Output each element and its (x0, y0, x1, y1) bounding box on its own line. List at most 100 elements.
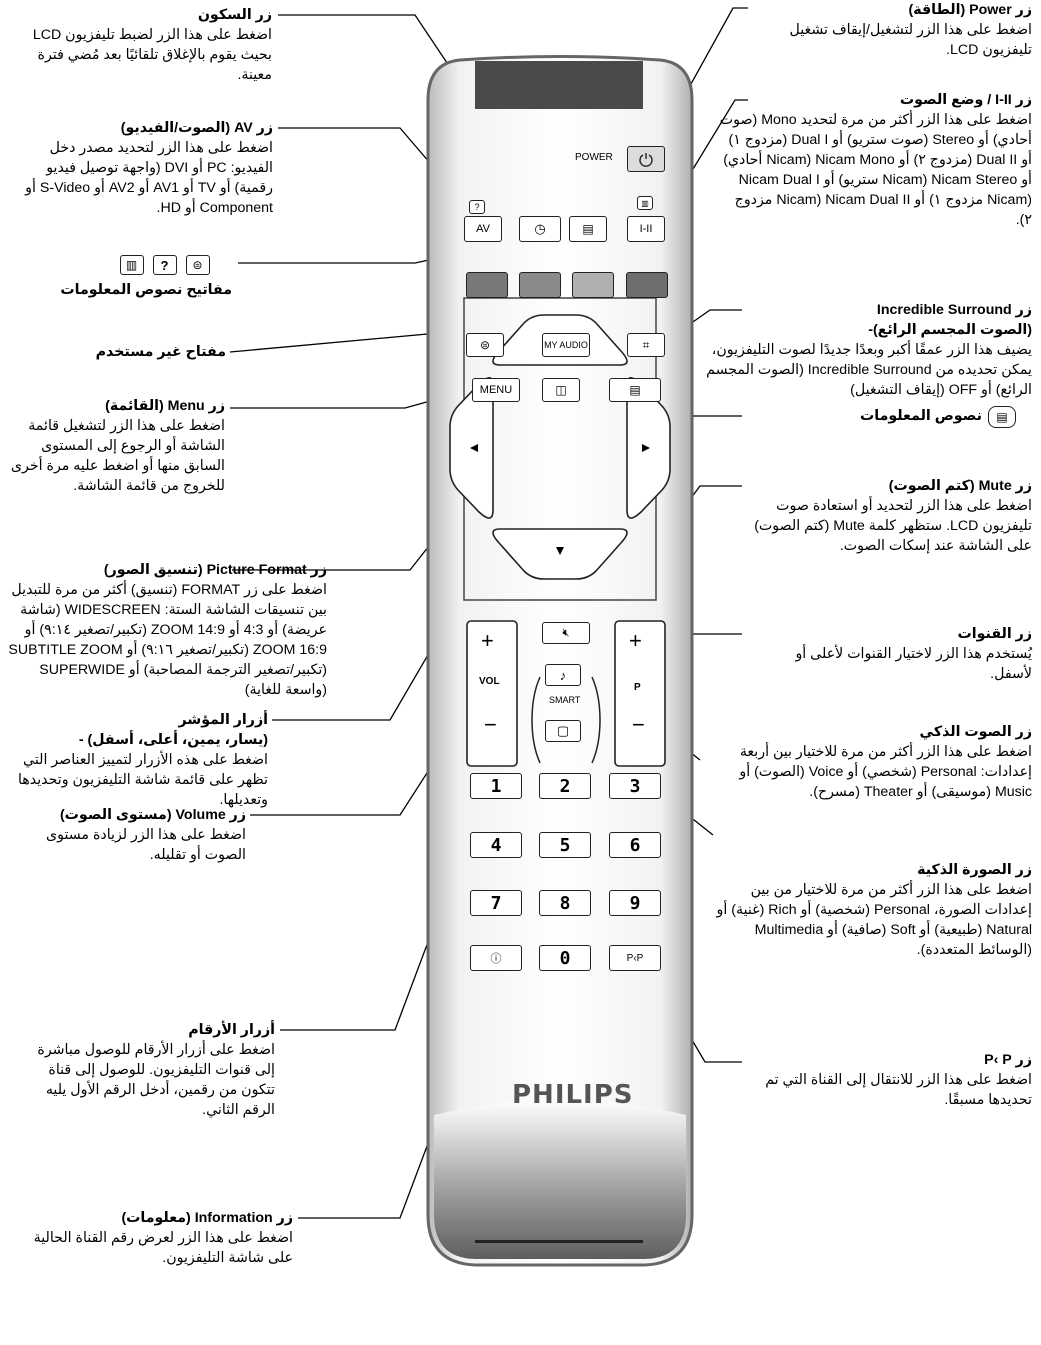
digit-4-button[interactable]: 4 (470, 832, 522, 858)
annotation-teletext: نصوص المعلومات (750, 406, 982, 426)
teletext-size-icon: ⊜ (185, 255, 210, 275)
music-note-icon: ♪ (559, 667, 567, 683)
surround-button[interactable]: ⌗ (627, 333, 665, 357)
help-teletext-icon: ? (469, 200, 485, 214)
p-plus-icon: + (629, 628, 642, 653)
annotation-mute: زر Mute (كتم الصوت) اضغط على هذا الزر لت… (750, 476, 1032, 556)
annotation-body: يضيف هذا الزر عمقًا أكبر وبعدًا جديدًا ل… (706, 342, 1032, 398)
menu-button[interactable]: MENU (472, 378, 520, 402)
annotation-title: زر Information (معلومات) (121, 1210, 293, 1226)
digit-9-button[interactable]: 9 (609, 890, 661, 916)
cursor-right-button[interactable] (628, 395, 668, 495)
annotation-unused: مفتاح غير مستخدم (20, 342, 226, 362)
av-button[interactable]: AV (464, 216, 502, 242)
smart-sound-button[interactable]: ♪ (545, 664, 581, 686)
annotation-title: زر Menu (القائمة) (105, 398, 225, 414)
annotation-subtitle: (يسار، يمين، أعلى، أسفل) - (78, 732, 268, 748)
red-button[interactable] (466, 272, 508, 298)
annotation-body: اضغط على هذه الأزرار لتمييز العناصر التي… (17, 752, 268, 808)
annotation-body: اضغط على هذا الزر لتشغيل قائمة الشاشة أو… (10, 418, 225, 494)
digit-6-button[interactable]: 6 (609, 832, 661, 858)
teletext-size-icon: ⊜ (479, 338, 491, 352)
annotation-volume: زر Volume (مستوى الصوت) اضغط على هذا الز… (2, 805, 246, 865)
digit-7-button[interactable]: 7 (470, 890, 522, 916)
annotation-title: زر القنوات (957, 626, 1032, 642)
annotation-title: أزرار المؤشر (178, 712, 268, 728)
surround-icon: ⌗ (642, 337, 650, 352)
annotation-information: زر Information (معلومات) اضغط على هذا ال… (20, 1208, 293, 1268)
annotation-body: اضغط على هذا الزر لعرض رقم القناة الحالي… (33, 1230, 293, 1266)
annotation-body: اضغط على هذا الزر لزيادة مستوى الصوت أو … (46, 827, 246, 863)
digit-3-button[interactable]: 3 (609, 773, 661, 799)
vol-down-button[interactable] (467, 693, 517, 765)
power-label: POWER (575, 152, 613, 163)
annotation-title: مفتاح غير مستخدم (95, 344, 226, 360)
mute-button[interactable]: 🔇︎ (542, 622, 590, 644)
digit-5-button[interactable]: 5 (539, 832, 591, 858)
annotation-menu: زر Menu (القائمة) اضغط على هذا الزر لتشغ… (10, 396, 225, 496)
sleep-button[interactable]: ◷ (519, 216, 561, 242)
picture-format-button[interactable]: ◫ (542, 378, 580, 402)
i-ii-button[interactable]: I-II (627, 216, 665, 242)
digit-2-button[interactable]: 2 (539, 773, 591, 799)
teletext-icon: ▤ (582, 222, 594, 236)
cursor-left-button[interactable] (452, 395, 492, 495)
annotation-subtitle: (الصوت المجسم الرائع)- (868, 322, 1032, 338)
vol-plus-icon: + (481, 628, 494, 653)
annotation-title: زر AV (الصوت/الفيديو) (120, 120, 273, 136)
vol-label: VOL (479, 676, 500, 687)
annotation-title: زر Power (الطاقة) (908, 2, 1032, 18)
vol-up-button[interactable] (467, 621, 517, 693)
annotation-body: اضغط على هذا الزر لتحديد أو استعادة صوت … (754, 498, 1032, 554)
teletext-button[interactable]: ▤ (609, 378, 661, 402)
annotation-title: زر Picture Format (تنسيق الصور) (103, 562, 327, 578)
annotation-title: زر الصوت الذكي (919, 724, 1032, 740)
help-teletext-icon: ? (152, 255, 177, 275)
annotation-title: زر الصورة الذكية (917, 862, 1032, 878)
information-button[interactable]: ⓘ (470, 945, 522, 971)
yellow-button[interactable] (572, 272, 614, 298)
square-icon: ▢ (556, 723, 570, 738)
annotation-body: اضغط على هذا الزر لتشغيل/إيقاف تشغيل تلي… (789, 22, 1032, 58)
annotation-body: اضغط على أزرار الأرقام للوصول مباشرة إلى… (37, 1042, 275, 1118)
annotation-body: اضغط على هذا الزر لضبط تليفزيون LCD بحيث… (32, 27, 272, 83)
previous-channel-button[interactable]: P‹P (609, 945, 661, 971)
annotation-title: زر P‹ P (984, 1052, 1032, 1068)
blue-button[interactable] (626, 272, 668, 298)
annotation-title: زر السكون (197, 7, 272, 23)
power-button[interactable] (627, 146, 665, 172)
annotation-title: نصوص المعلومات (860, 408, 982, 424)
vol-minus-icon: − (484, 712, 497, 737)
annotation-title: زر Volume (مستوى الصوت) (59, 807, 246, 823)
digit-8-button[interactable]: 8 (539, 890, 591, 916)
teletext-mix-icon: ▥ (637, 196, 653, 210)
annotation-body: اضغط على هذا الزر أكثر من مرة للاختيار ب… (739, 744, 1032, 800)
my-audio-button[interactable]: MY AUDIO (542, 333, 590, 357)
clock-icon: ◷ (534, 221, 546, 236)
annotation-body: اضغط على هذا الزر أكثر من مرة للاختيار م… (716, 882, 1032, 958)
teletext-keys-icons: ▥ ? ⊜ (117, 255, 212, 277)
teletext-icon: ▤ (988, 406, 1016, 428)
power-icon (639, 153, 653, 167)
brand-logo: PHILIPS (512, 1080, 634, 1110)
teletext-page-button[interactable]: ▤ (569, 216, 607, 242)
cursor-down-button[interactable] (520, 536, 600, 576)
annotation-surround: زر Incredible Surround (الصوت المجسم الر… (702, 300, 1032, 400)
channel-up-button[interactable] (615, 621, 665, 693)
channel-down-button[interactable] (615, 693, 665, 765)
digit-0-button[interactable]: 0 (539, 945, 591, 971)
cursor-up-button[interactable] (520, 322, 600, 362)
annotation-title: زر I-II / وضع الصوت (899, 92, 1032, 108)
digit-1-button[interactable]: 1 (470, 773, 522, 799)
green-button[interactable] (519, 272, 561, 298)
smart-picture-button[interactable]: ▢ (545, 720, 581, 742)
annotation-body: اضغط على زر FORMAT (تنسيق) أكثر من مرة ل… (8, 582, 327, 698)
p-minus-icon: − (632, 712, 645, 737)
teletext-icon: ▤ (629, 383, 641, 397)
annotation-title: زر Incredible Surround (876, 302, 1032, 318)
teletext-size-button[interactable]: ⊜ (466, 333, 504, 357)
annotation-teletext-keys: مفاتيح نصوص المعلومات (20, 280, 232, 300)
annotation-body: اضغط على هذا الزر أكثر من مرة لتحديد Mon… (719, 112, 1032, 228)
annotation-sound-mode: زر I-II / وضع الصوت اضغط على هذا الزر أك… (718, 90, 1032, 230)
annotation-sleep: زر السكون اضغط على هذا الزر لضبط تليفزيو… (20, 5, 272, 85)
